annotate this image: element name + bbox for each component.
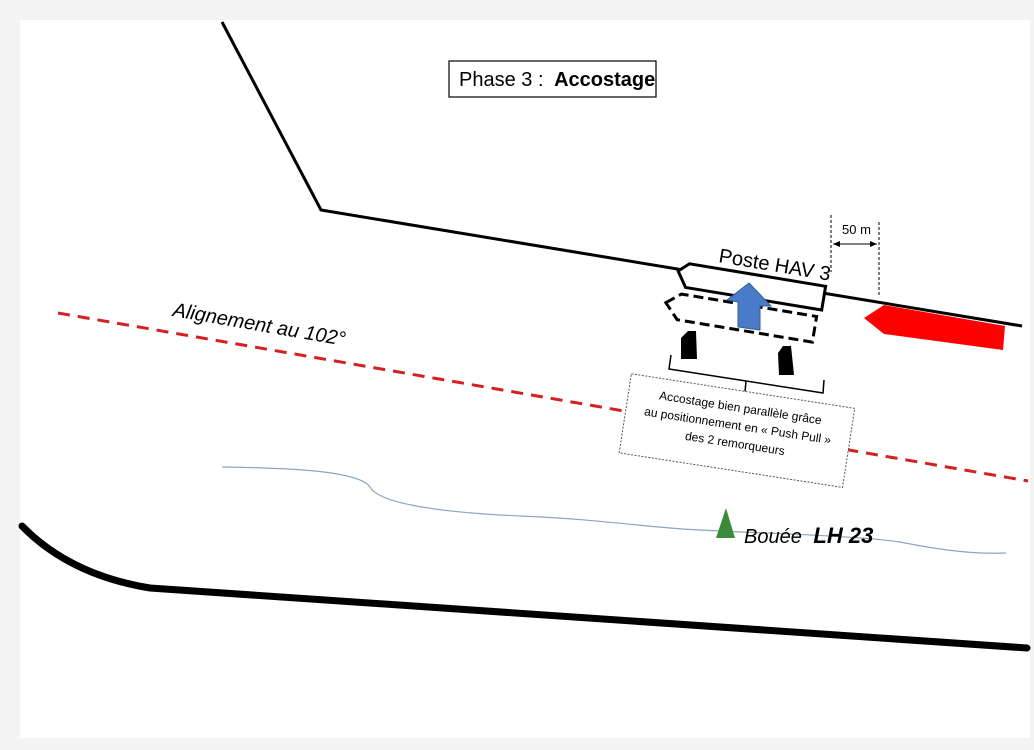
- title-bold: Accostage: [554, 69, 655, 91]
- note-box: Accostage bien parallèle grâce au positi…: [618, 373, 856, 488]
- distance-label: 50 m: [842, 222, 871, 237]
- push-arrow: [725, 282, 773, 331]
- buoy-bold: LH 23: [813, 523, 873, 548]
- alignment-line: [57, 311, 1029, 483]
- title-box: [448, 60, 657, 98]
- ship-approach-position: [663, 292, 819, 344]
- moored-ship: [864, 305, 1005, 350]
- title-prefix: Phase 3 :: [459, 69, 544, 91]
- drawing-area: [20, 20, 1030, 738]
- south-bank-line: [18, 522, 1031, 652]
- buoy-icon: [716, 508, 735, 538]
- channel-edge-line: [221, 466, 1007, 554]
- dimension-arrow-left: [833, 241, 840, 247]
- tug-right: [778, 346, 794, 375]
- buoy-label: Bouée LH 23: [744, 523, 873, 548]
- dimension-arrow-right: [870, 241, 877, 247]
- tug-bracket-center: [744, 380, 747, 393]
- title-text: Phase 3 : Accostage: [459, 69, 655, 91]
- tug-left: [681, 331, 697, 359]
- buoy-prefix: Bouée: [744, 526, 802, 548]
